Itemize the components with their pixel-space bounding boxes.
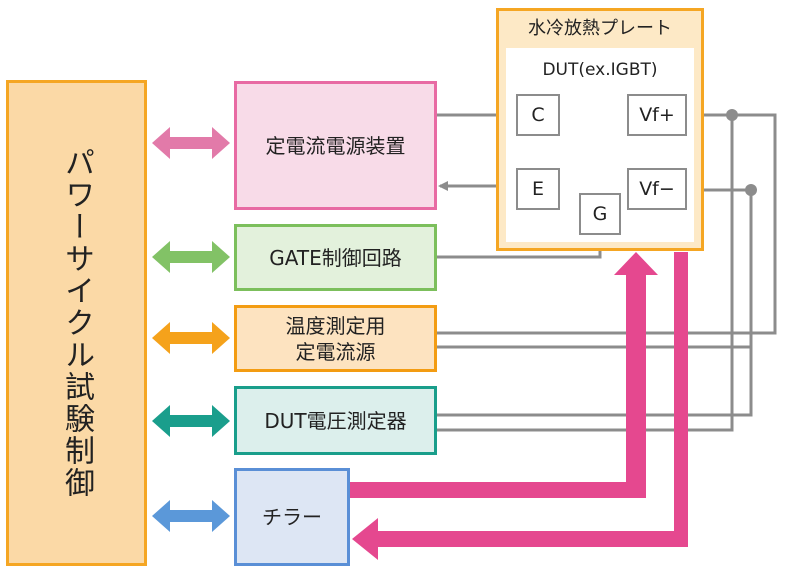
temp-source-label-line1: 温度測定用 xyxy=(285,313,386,338)
controller-label: パワーサイクル試験制御 xyxy=(59,147,94,499)
coolant-supply-arrow xyxy=(350,252,658,498)
constant-current-supply-label: 定電流電源装置 xyxy=(265,133,406,158)
emitter-pin: E xyxy=(516,168,560,210)
dut-label: DUT(ex.IGBT) xyxy=(542,60,658,80)
dut-voltmeter: DUT電圧測定器 xyxy=(234,386,437,455)
junction-vfminus xyxy=(745,184,757,196)
vf-minus-pin: Vf− xyxy=(627,168,687,210)
power-cycle-controller: パワーサイクル試験制御 xyxy=(6,80,147,566)
temp-measure-current-source: 温度測定用 定電流源 xyxy=(234,305,437,372)
gate-control-circuit: GATE制御回路 xyxy=(234,224,437,291)
gate-pin: G xyxy=(579,193,621,235)
double-arrow-voltmeter xyxy=(152,405,230,437)
wire-vfminus-tap xyxy=(436,190,753,417)
double-arrow-current-source xyxy=(152,127,230,159)
constant-current-supply: 定電流電源装置 xyxy=(234,81,437,210)
wire-vfplus-out xyxy=(436,113,777,335)
wire-vfplus-tap xyxy=(436,115,734,432)
double-arrow-gate xyxy=(152,241,230,273)
gate-control-circuit-label: GATE制御回路 xyxy=(269,245,402,270)
chiller-label: チラー xyxy=(262,505,322,529)
plate-title: 水冷放熱プレート xyxy=(528,18,672,39)
dut-voltmeter-label: DUT電圧測定器 xyxy=(264,408,407,433)
double-arrow-chiller xyxy=(152,500,230,532)
collector-pin: C xyxy=(516,94,560,136)
temp-source-label-line2: 定電流源 xyxy=(295,339,376,364)
junction-vfplus xyxy=(726,109,738,121)
chiller: チラー xyxy=(234,468,350,566)
vf-plus-pin: Vf+ xyxy=(627,94,687,136)
double-arrow-temp-source xyxy=(152,322,230,354)
